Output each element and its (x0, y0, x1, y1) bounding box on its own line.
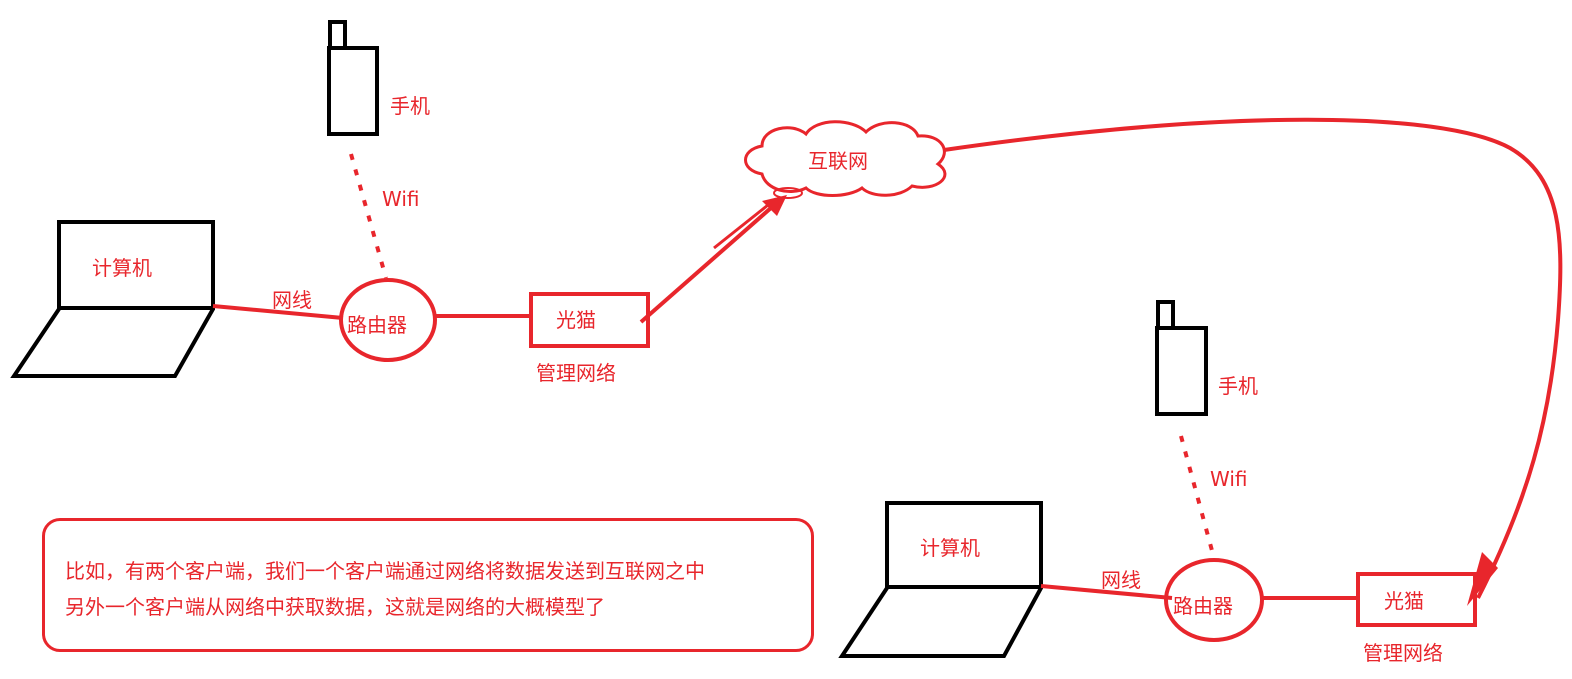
internet-cloud-icon (744, 120, 947, 199)
right-router-label: 路由器 (1173, 594, 1233, 618)
right-modem-node (1356, 572, 1477, 627)
note-line-1: 比如，有两个客户端，我们一个客户端通过网络将数据发送到互联网之中 (65, 559, 705, 583)
internet-label: 互联网 (808, 149, 868, 173)
right-cable-label: 网线 (1101, 568, 1141, 592)
left-laptop-icon (10, 220, 215, 378)
right-laptop-icon (838, 501, 1043, 658)
left-phone-label: 手机 (390, 94, 430, 118)
right-modem-label: 光猫 (1384, 589, 1424, 613)
right-phone-icon (1155, 300, 1208, 416)
left-computer-label: 计算机 (92, 256, 152, 280)
left-cable-link (212, 304, 344, 320)
explanation-note: 比如，有两个客户端，我们一个客户端通过网络将数据发送到互联网之中 另外一个客户端… (42, 518, 814, 652)
right-cable-link (1040, 584, 1173, 600)
upload-arrow (639, 195, 787, 324)
left-router-node (339, 278, 437, 362)
right-wifi-label: Wifi (1210, 467, 1248, 491)
left-wifi-link (349, 153, 388, 279)
left-phone-icon (327, 20, 379, 136)
left-management-label: 管理网络 (536, 361, 616, 385)
right-management-label: 管理网络 (1363, 641, 1443, 665)
left-modem-label: 光猫 (556, 308, 596, 332)
right-wifi-link (1179, 435, 1216, 559)
right-phone-label: 手机 (1218, 374, 1258, 398)
left-wifi-label: Wifi (382, 187, 420, 211)
download-arrow (943, 117, 1563, 606)
left-modem-node (529, 292, 650, 348)
note-line-2: 另外一个客户端从网络中获取数据，这就是网络的大概模型了 (65, 595, 605, 619)
right-computer-label: 计算机 (920, 536, 980, 560)
left-router-label: 路由器 (347, 313, 407, 337)
left-cable-label: 网线 (272, 288, 312, 312)
